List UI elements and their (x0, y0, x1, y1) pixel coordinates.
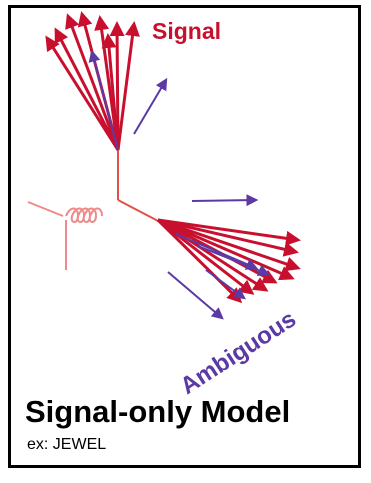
vertex-lines (118, 150, 160, 222)
lower-signal-jet (158, 220, 298, 301)
signal-track (118, 24, 134, 150)
signal-track (158, 220, 240, 301)
ambiguous-track (168, 272, 222, 318)
ambiguous-track (134, 80, 166, 134)
upper-signal-jet (47, 14, 134, 150)
signal-label: Signal (152, 18, 221, 44)
ambiguous-track (192, 200, 256, 201)
ambiguous-label: Ambiguous (176, 305, 301, 400)
gluon-coil (66, 209, 102, 223)
lower-stem-line (118, 200, 160, 222)
signal-track (158, 220, 266, 290)
figure-subtitle: ex: JEWEL (27, 436, 106, 454)
figure-title: Signal-only Model (25, 394, 290, 430)
signal-track (158, 220, 298, 268)
incoming-quark-line (28, 202, 63, 216)
incoming-lines (28, 202, 102, 270)
